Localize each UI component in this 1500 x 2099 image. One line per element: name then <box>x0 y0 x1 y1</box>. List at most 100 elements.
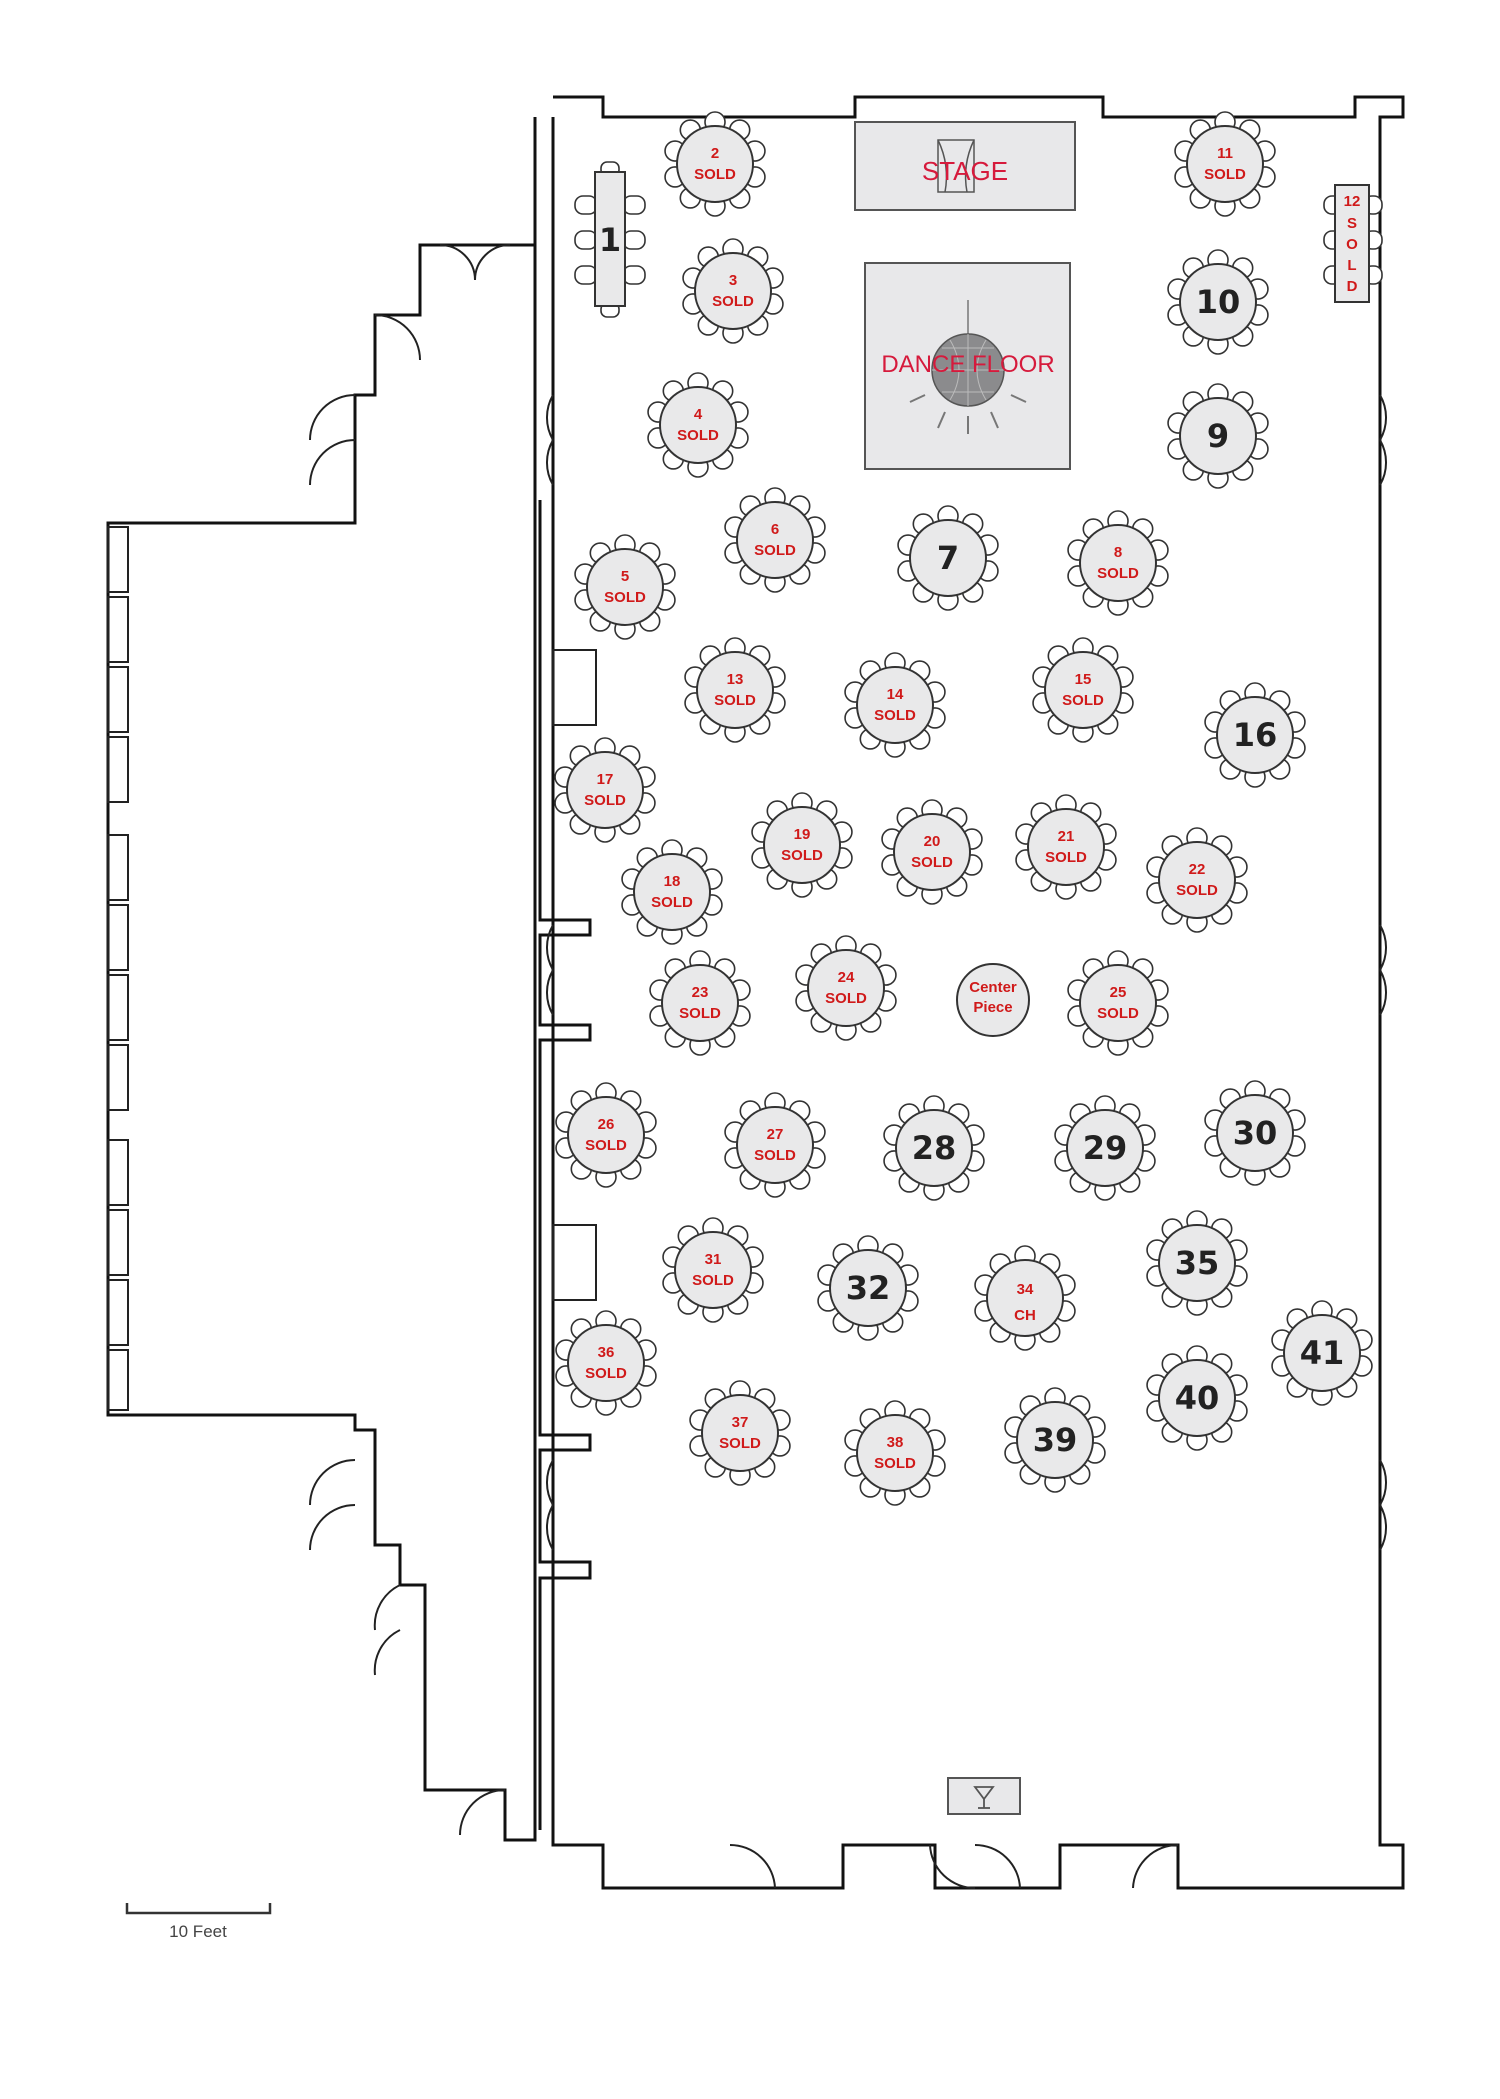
dance-floor-label: DANCE FLOOR <box>881 351 1054 378</box>
table-number: 35 <box>1175 1244 1220 1282</box>
table-number: 29 <box>1083 1129 1128 1167</box>
table-29[interactable]: 29 <box>1054 1095 1156 1201</box>
table-number: 34 <box>1017 1281 1034 1298</box>
table-number: 31 <box>705 1251 722 1268</box>
alcove <box>552 1224 597 1301</box>
table-status: SOLD <box>714 692 756 709</box>
alcove <box>552 649 597 726</box>
table-top <box>567 1096 645 1174</box>
table-7[interactable]: 7 <box>897 505 999 611</box>
table-number: 8 <box>1114 544 1122 561</box>
table-number: 9 <box>1207 417 1229 455</box>
table-top <box>1016 1401 1094 1479</box>
centerpiece-label-line1: Center <box>969 979 1017 996</box>
table-top <box>586 548 664 626</box>
table-10[interactable]: 10 <box>1167 249 1269 355</box>
table-number: 1 <box>599 221 621 259</box>
table-number: 19 <box>794 826 811 843</box>
table-9[interactable]: 9 <box>1167 383 1269 489</box>
table-16[interactable]: 16 <box>1204 682 1306 788</box>
ballroom-wall <box>551 95 1405 1890</box>
table-top <box>1066 1109 1144 1187</box>
table-number: 37 <box>732 1414 749 1431</box>
table-number: 24 <box>838 969 855 986</box>
table-status: SOLD <box>754 542 796 559</box>
table-28[interactable]: 28 <box>883 1095 985 1201</box>
table-number: 7 <box>937 539 959 577</box>
table-top <box>736 1106 814 1184</box>
table-number: 18 <box>664 873 681 890</box>
table-top <box>1027 808 1105 886</box>
table-39[interactable]: 39 <box>1004 1387 1106 1493</box>
table-top <box>694 252 772 330</box>
table-32[interactable]: 32 <box>817 1235 919 1341</box>
chair <box>574 195 598 215</box>
disco-ball-icon <box>909 300 1027 434</box>
table-number: 6 <box>771 521 779 538</box>
chair <box>622 265 646 285</box>
table-number: 13 <box>727 671 744 688</box>
table-top <box>567 1324 645 1402</box>
table-status: SOLD <box>719 1435 761 1452</box>
table-status-letter: D <box>1347 278 1358 295</box>
table-number: 3 <box>729 272 737 289</box>
table-40[interactable]: 40 <box>1146 1345 1248 1451</box>
table-top <box>856 1414 934 1492</box>
table-30[interactable]: 30 <box>1204 1080 1306 1186</box>
stage <box>854 121 1076 211</box>
table-number: 28 <box>912 1129 957 1167</box>
scale-bar <box>125 1903 272 1915</box>
stage-curtain-icon <box>937 139 975 193</box>
chair <box>622 230 646 250</box>
table-status: SOLD <box>712 293 754 310</box>
table-status: SOLD <box>825 990 867 1007</box>
table-status: CH <box>1014 1307 1036 1324</box>
banquet-table-1[interactable]: 1 <box>574 161 646 318</box>
centerpiece <box>956 963 1030 1037</box>
table-top <box>1179 263 1257 341</box>
table-number: 30 <box>1233 1114 1278 1152</box>
table-top <box>807 949 885 1027</box>
table-number: 2 <box>711 145 719 162</box>
table-top <box>633 853 711 931</box>
table-top <box>856 666 934 744</box>
table-top <box>893 813 971 891</box>
table-top <box>701 1394 779 1472</box>
table-41[interactable]: 41 <box>1271 1300 1373 1406</box>
table-status: SOLD <box>1204 166 1246 183</box>
table-35[interactable]: 35 <box>1146 1210 1248 1316</box>
table-top <box>566 751 644 829</box>
table-status-letter: S <box>1347 215 1357 232</box>
table-status: SOLD <box>677 427 719 444</box>
table-top <box>1283 1314 1361 1392</box>
table-number: 23 <box>692 984 709 1001</box>
